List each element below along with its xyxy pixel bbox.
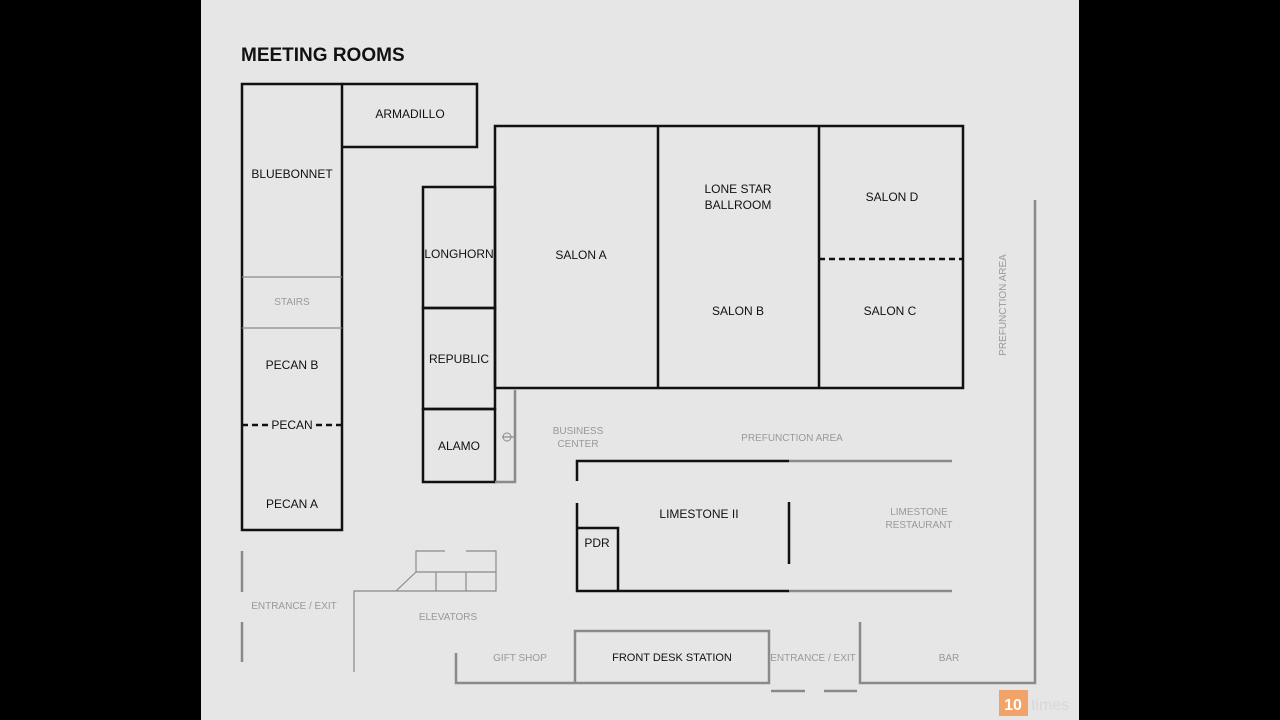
entrance-exit-left-label: ENTRANCE / EXIT	[251, 601, 337, 612]
page-title: MEETING ROOMS	[241, 45, 405, 66]
pecan-b-room: PECAN B	[266, 358, 319, 372]
lone-star-ballroom: LONE STAR BALLROOM	[493, 124, 965, 390]
map-background	[201, 0, 1079, 720]
bluebonnet-room: BLUEBONNET	[240, 82, 344, 532]
republic-label: REPUBLIC	[429, 352, 489, 366]
pecan-b-label: PECAN B	[266, 358, 319, 372]
salon-b-label: SALON B	[712, 304, 764, 318]
pdr-label: PDR	[584, 536, 610, 550]
watermark-text: times	[1031, 697, 1069, 714]
entrance-exit-left-area: ENTRANCE / EXIT	[240, 551, 337, 662]
lobby-walls	[454, 200, 1037, 693]
salon-a-label: SALON A	[555, 248, 606, 262]
limestone-ii-room: LIMESTONE II	[575, 459, 952, 593]
armadillo-room: ARMADILLO	[342, 82, 479, 149]
prefunction-area-vertical-label: PREFUNCTION AREA	[998, 254, 1009, 356]
business-center-label-line1: BUSINESS	[553, 426, 604, 437]
alamo-label: ALAMO	[438, 439, 480, 453]
bluebonnet-label: BLUEBONNET	[251, 167, 333, 181]
lone-star-label-line1: LONE STAR	[704, 182, 771, 196]
salon-d-label: SALON D	[866, 190, 919, 204]
alamo-room: ALAMO	[421, 407, 497, 484]
stairs-label: STAIRS	[274, 297, 310, 308]
limestone-ii-label: LIMESTONE II	[659, 507, 738, 521]
door-marker-icon	[502, 432, 512, 442]
bar-label: BAR	[939, 653, 960, 664]
stairs-area: STAIRS	[242, 276, 342, 329]
pecan-a-room: PECAN A	[266, 497, 318, 511]
lone-star-label-line2: BALLROOM	[705, 198, 772, 212]
limestone-restaurant-area: LIMESTONE RESTAURANT	[885, 507, 952, 531]
front-desk-station-label: FRONT DESK STATION	[612, 652, 732, 664]
business-center-area: BUSINESS CENTER	[495, 390, 604, 484]
prefunction-area-label: PREFUNCTION AREA	[741, 433, 843, 444]
entrance-exit-bottom-label: ENTRANCE / EXIT	[770, 653, 856, 664]
gift-shop-label: GIFT SHOP	[493, 653, 547, 664]
watermark-number: 10	[1004, 697, 1022, 714]
pecan-a-label: PECAN A	[266, 497, 318, 511]
limestone-restaurant-label-line1: LIMESTONE	[890, 507, 948, 518]
limestone-restaurant-label-line2: RESTAURANT	[885, 520, 952, 531]
business-center-label-line2: CENTER	[557, 439, 598, 450]
elevators-area: ELEVATORS	[353, 550, 497, 672]
pdr-room: PDR	[577, 526, 620, 591]
watermark-logo: 10 times	[999, 690, 1069, 716]
salon-c-label: SALON C	[864, 304, 917, 318]
pecan-label: PECAN	[271, 418, 312, 432]
elevators-label: ELEVATORS	[419, 612, 478, 623]
pecan-divider: PECAN	[242, 418, 342, 432]
longhorn-label: LONGHORN	[424, 247, 493, 261]
armadillo-label: ARMADILLO	[375, 107, 444, 121]
